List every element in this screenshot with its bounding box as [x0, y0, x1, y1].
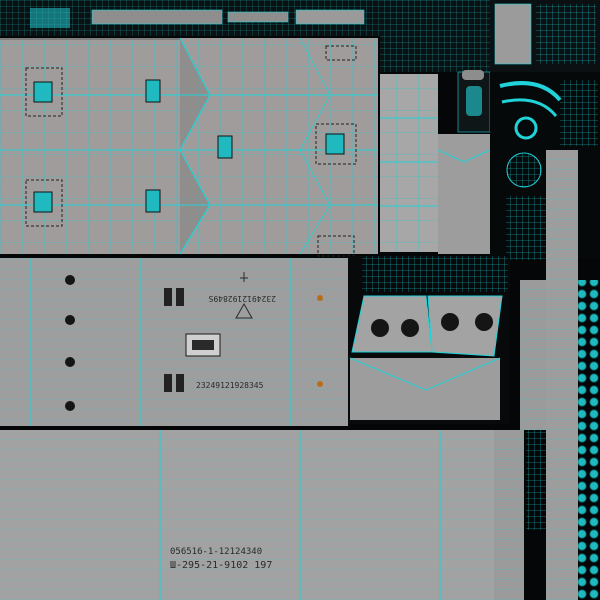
bottom-panel: 056516-1-12124340 Ш-295-21-9102 197	[0, 430, 494, 600]
top-strip	[0, 0, 600, 72]
curved-panels	[348, 256, 510, 424]
stencil-line-1: 056516-1-12124340	[170, 547, 262, 557]
bottom-right-strips	[494, 280, 600, 600]
warning-triangle-icon	[235, 302, 253, 319]
anchor-icon	[240, 272, 248, 282]
stencil-line-2: Ш-295-21-9102 197	[170, 560, 272, 571]
chevron-panel	[0, 37, 378, 257]
serial-mirrored: 2324912192849S	[208, 294, 276, 303]
serial-lower: 23249121928345	[196, 381, 264, 390]
center-stack	[380, 70, 491, 254]
circle-target-icon	[506, 152, 542, 188]
hatch-marker	[25, 45, 357, 257]
parts-column	[490, 72, 600, 600]
hull-panel: 2324912192849S 23249121928345	[0, 258, 348, 426]
